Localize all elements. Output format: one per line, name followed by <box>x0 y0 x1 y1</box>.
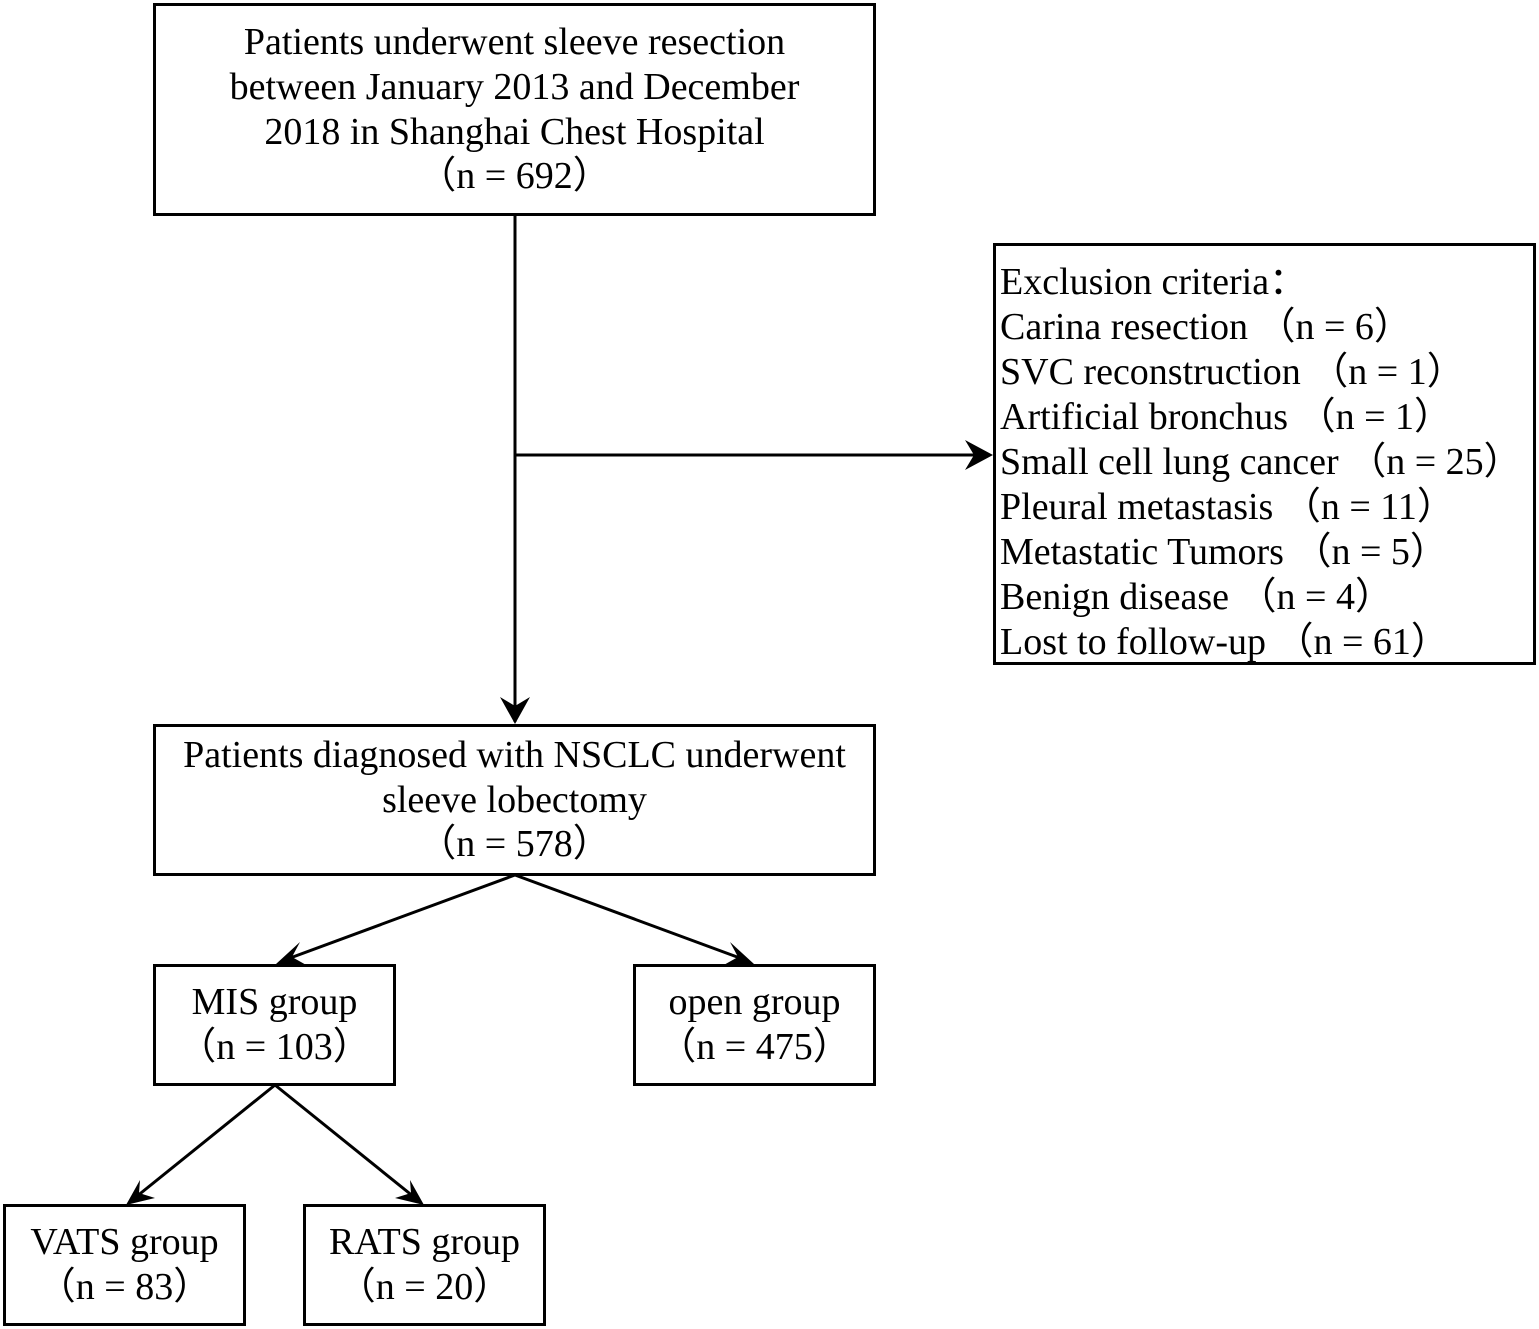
exclusion-item-count: （n = 4） <box>1238 576 1393 618</box>
exclusion-item-count: （n = 5） <box>1293 531 1448 573</box>
exclusion-item: Lost to follow-up （n = 61） <box>1000 620 1449 665</box>
initial-cohort-line-2: between January 2013 and December <box>229 65 800 108</box>
arrowhead-mis <box>276 942 308 966</box>
exclusion-item-label: Artificial bronchus <box>1000 396 1289 438</box>
exclusion-item-count: （n = 1） <box>1310 351 1465 393</box>
exclusion-item: Pleural metastasis （n = 11） <box>1000 485 1455 530</box>
exclusion-item: Carina resection （n = 6） <box>1000 305 1412 350</box>
exclusion-title: Exclusion criteria： <box>1000 261 1308 303</box>
mis-group-label: MIS group <box>191 981 358 1024</box>
nsclc-cohort-count: （n = 578） <box>418 823 611 866</box>
exclusion-item-label: Lost to follow-up <box>1000 621 1266 663</box>
exclusion-item-count: （n = 11） <box>1282 486 1455 528</box>
rats-group-box: RATS group （n = 20） <box>303 1204 546 1326</box>
initial-cohort-count: （n = 692） <box>418 155 611 198</box>
exclusion-item: Artificial bronchus （n = 1） <box>1000 395 1452 440</box>
mis-group-box: MIS group （n = 103） <box>153 964 396 1086</box>
rats-group-label: RATS group <box>328 1221 521 1264</box>
arrow-mis-to-vats <box>130 1083 276 1203</box>
arrow-nsclc-to-open <box>514 873 749 963</box>
arrowhead-exclusion <box>965 440 993 470</box>
vats-group-count: （n = 83） <box>37 1266 212 1308</box>
exclusion-item: Metastatic Tumors （n = 5） <box>1000 530 1448 575</box>
exclusion-item-label: Benign disease <box>1000 576 1230 618</box>
mis-group-count: （n = 103） <box>178 1026 371 1068</box>
exclusion-item-count: （n = 6） <box>1257 306 1412 348</box>
exclusion-item-count: （n = 1） <box>1297 396 1453 438</box>
exclusion-item-label: Metastatic Tumors <box>1000 531 1284 573</box>
exclusion-item-count: （n = 25） <box>1348 441 1522 483</box>
exclusion-item: Benign disease （n = 4） <box>1000 575 1393 620</box>
exclusion-item-label: Carina resection <box>1000 306 1248 348</box>
exclusion-item: SVC reconstruction （n = 1） <box>1000 350 1465 395</box>
arrowhead-nsclc <box>500 697 530 724</box>
vats-group-label: VATS group <box>30 1221 219 1264</box>
arrow-nsclc-to-mis <box>281 873 516 963</box>
initial-cohort-line-3: 2018 in Shanghai Chest Hospital <box>264 110 765 153</box>
arrowhead-rats <box>395 1180 424 1205</box>
initial-cohort-line-1: Patients underwent sleeve resection <box>243 20 786 63</box>
arrowhead-open <box>722 942 754 966</box>
arrowhead-vats <box>126 1180 155 1205</box>
exclusion-item-label: Small cell lung cancer <box>1000 441 1339 483</box>
arrow-mis-to-rats <box>274 1083 420 1203</box>
open-group-count: （n = 475） <box>658 1026 851 1068</box>
open-group-label: open group <box>668 981 841 1024</box>
rats-group-count: （n = 20） <box>337 1266 512 1308</box>
vats-group-box: VATS group （n = 83） <box>3 1204 246 1326</box>
initial-cohort-box: Patients underwent sleeve resection betw… <box>153 3 876 216</box>
exclusion-criteria-box: Exclusion criteria： Carina resection （n … <box>993 243 1536 665</box>
open-group-box: open group （n = 475） <box>633 964 876 1086</box>
nsclc-cohort-line-2: sleeve lobectomy <box>382 778 647 821</box>
nsclc-cohort-box: Patients diagnosed with NSCLC underwent … <box>153 724 876 876</box>
exclusion-item-count: （n = 61） <box>1275 621 1449 663</box>
exclusion-item-label: Pleural metastasis <box>1000 486 1274 528</box>
exclusion-item-label: SVC reconstruction <box>1000 351 1301 393</box>
nsclc-cohort-line-1: Patients diagnosed with NSCLC underwent <box>183 733 846 776</box>
exclusion-item: Small cell lung cancer （n = 25） <box>1000 440 1522 485</box>
